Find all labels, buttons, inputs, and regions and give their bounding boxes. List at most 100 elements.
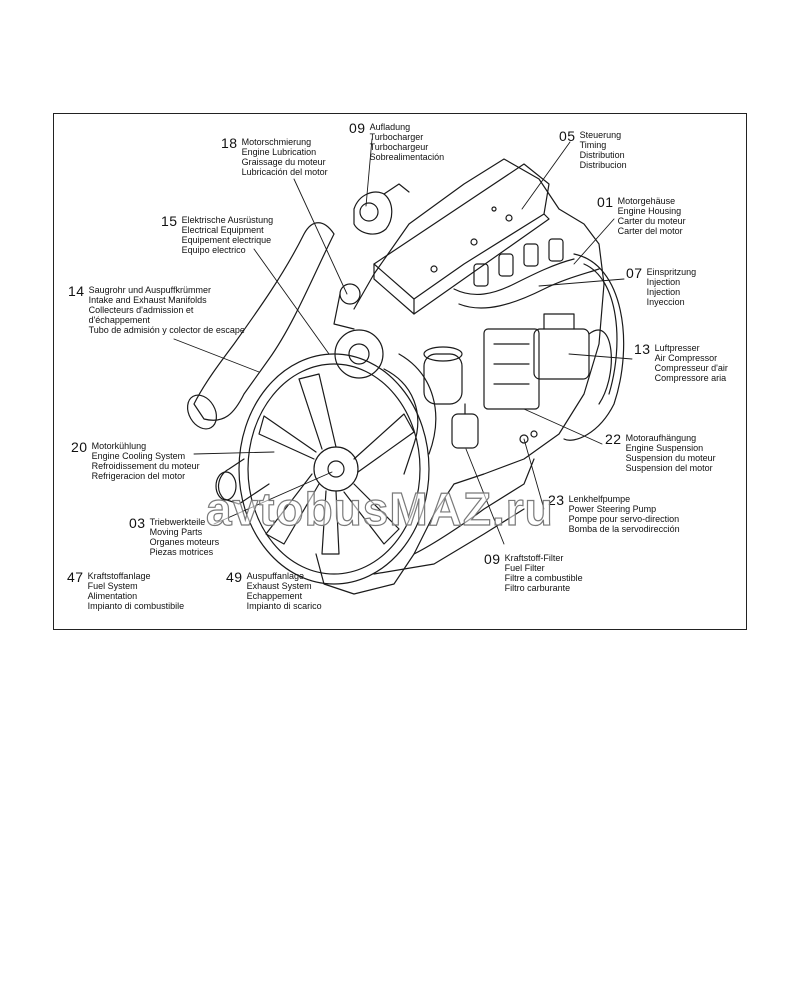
label-fr: Graissage du moteur [241, 157, 326, 167]
label-de: Lenkhelfpumpe [568, 494, 631, 504]
label-en: Injection [646, 277, 681, 287]
label-fr-2: d'échappement [88, 315, 150, 325]
callout-number: 20 [71, 439, 88, 455]
label-es: Equipo electrico [181, 245, 246, 255]
label-it: Impianto di combustibile [87, 601, 185, 611]
callout-number: 01 [597, 194, 614, 210]
callout-cooling: 20 Motorkühlung Engine Cooling System Re… [71, 439, 200, 481]
callout-fuel-filter: 09 Kraftstoff-Filter Fuel Filter Filtre … [484, 551, 583, 593]
label-fr: Distribution [579, 150, 625, 160]
label-en: Fuel System [87, 581, 138, 591]
callout-housing: 01 Motorgehäuse Engine Housing Carter du… [597, 194, 686, 236]
turbocharger [353, 191, 393, 235]
cooling-fan [238, 353, 430, 585]
valve-cover [373, 163, 550, 300]
callout-number: 14 [68, 283, 85, 299]
label-fr: Refroidissement du moteur [91, 461, 200, 471]
callout-number: 03 [129, 515, 146, 531]
label-de: Luftpresser [654, 343, 700, 353]
label-de: Motorschmierung [241, 137, 312, 147]
label-es: Tubo de admisión y colector de escape [88, 325, 245, 335]
callout-compressor: 13 Luftpresser Air Compressor Compresseu… [634, 341, 728, 383]
label-de: Motoraufhängung [625, 433, 697, 443]
label-es: Lubricación del motor [241, 167, 328, 177]
callout-steering: 23 Lenkhelfpumpe Power Steering Pump Pom… [548, 493, 680, 534]
label-fr: Equipement electrique [181, 235, 272, 245]
label-es: Carter del motor [617, 226, 683, 236]
label-fr: Carter du moteur [617, 216, 686, 226]
rear-housing [563, 253, 625, 441]
label-en: Engine Lubrication [241, 147, 317, 157]
label-es: Bomba de la servodirección [568, 524, 680, 534]
label-fr: Pompe pour servo-direction [568, 514, 680, 524]
label-de: Kraftstoff-Filter [504, 553, 564, 563]
label-fr: Compresseur d'air [654, 363, 728, 373]
cooling-pipe [217, 458, 270, 505]
label-en: Air Compressor [654, 353, 718, 363]
label-es: Inyeccion [646, 297, 685, 307]
intake-pipe [193, 222, 335, 421]
callout-injection: 07 Einspritzung Injection Injection Inye… [626, 265, 697, 307]
label-en: Exhaust System [246, 581, 312, 591]
label-fr: Turbochargeur [369, 142, 429, 152]
label-es: Piezas motrices [149, 547, 214, 557]
label-de: Kraftstoffanlage [87, 571, 151, 581]
label-de: Steuerung [579, 130, 622, 140]
oil-filter [423, 353, 463, 405]
callout-manifolds: 14 Saugrohr und Auspuffkrümmer Intake an… [68, 283, 245, 335]
label-en: Moving Parts [149, 527, 203, 537]
label-it: Impianto di scarico [246, 601, 322, 611]
air-compressor [533, 328, 590, 380]
leader-lines [173, 138, 633, 545]
callout-moving-parts: 03 Triebwerkteile Moving Parts Organes m… [129, 515, 220, 557]
callout-turbocharger: 09 Aufladung Turbocharger Turbochargeur … [349, 120, 445, 162]
callout-number: 13 [634, 341, 651, 357]
label-en: Turbocharger [369, 132, 424, 142]
callout-electrical: 15 Elektrische Ausrüstung Electrical Equ… [161, 213, 273, 255]
callout-number: 09 [484, 551, 501, 567]
label-en: Intake and Exhaust Manifolds [88, 295, 207, 305]
label-en: Electrical Equipment [181, 225, 264, 235]
engine-illustration [173, 138, 633, 595]
callout-number: 47 [67, 569, 84, 585]
callout-number: 05 [559, 128, 576, 144]
callout-number: 49 [226, 569, 243, 585]
callout-timing: 05 Steuerung Timing Distribution Distrib… [559, 128, 627, 170]
injector-row [453, 238, 600, 309]
label-de: Saugrohr und Auspuffkrümmer [88, 285, 211, 295]
callout-fuel-system: 47 Kraftstoffanlage Fuel System Alimenta… [67, 569, 185, 611]
label-de: Motorkühlung [91, 441, 147, 451]
label-es: Sobrealimentación [369, 152, 445, 162]
label-en: Engine Housing [617, 206, 682, 216]
label-fr: Injection [646, 287, 681, 297]
label-fr: Collecteurs d'admission et [88, 305, 194, 315]
label-it: Compressore aria [654, 373, 727, 383]
callout-number: 15 [161, 213, 178, 229]
label-de: Auspuffanlage [246, 571, 304, 581]
label-en: Timing [579, 140, 607, 150]
callout-number: 09 [349, 120, 366, 136]
label-es: Refrigeracion del motor [91, 471, 186, 481]
label-de: Motorgehäuse [617, 196, 676, 206]
callout-number: 07 [626, 265, 643, 281]
callout-number: 18 [221, 135, 238, 151]
label-fr: Organes moteurs [149, 537, 220, 547]
callout-exhaust-system: 49 Auspuffanlage Exhaust System Echappem… [226, 569, 322, 611]
label-es: Suspension del motor [625, 463, 713, 473]
label-en: Fuel Filter [504, 563, 545, 573]
callout-lubrication: 18 Motorschmierung Engine Lubrication Gr… [221, 135, 328, 177]
label-fr: Echappement [246, 591, 303, 601]
label-en: Engine Cooling System [91, 451, 186, 461]
label-de: Triebwerkteile [149, 517, 206, 527]
label-fr: Suspension du moteur [625, 453, 716, 463]
watermark: avtobusMAZ.ru [205, 482, 554, 535]
label-de: Einspritzung [646, 267, 697, 277]
label-fr: Filtre a combustible [504, 573, 583, 583]
callout-suspension: 22 Motoraufhängung Engine Suspension Sus… [605, 432, 716, 473]
label-de: Aufladung [369, 122, 411, 132]
label-en: Engine Suspension [625, 443, 704, 453]
label-en: Power Steering Pump [568, 504, 657, 514]
label-es: Distribucion [579, 160, 627, 170]
label-fr: Alimentation [87, 591, 138, 601]
label-it: Filtro carburante [504, 583, 571, 593]
